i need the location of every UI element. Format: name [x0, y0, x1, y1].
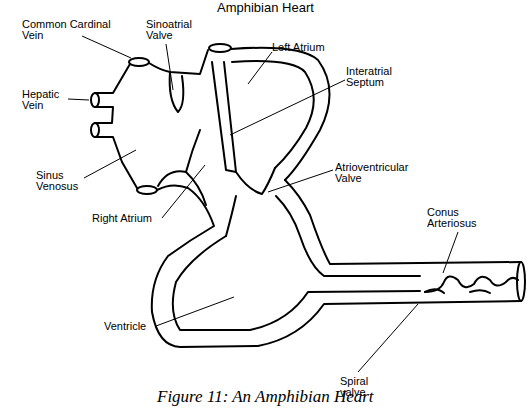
- leader-lines: [68, 36, 458, 372]
- part-label: Common Cardinal Vein: [22, 19, 114, 41]
- diagram-title: Amphibian Heart: [217, 0, 314, 15]
- part-label: Interatrial Septum: [346, 66, 416, 88]
- part-label: Right Atrium: [92, 213, 172, 224]
- part-label: Hepatic Vein: [22, 89, 67, 111]
- part-label: Sinoatrial Valve: [146, 19, 206, 41]
- part-label: Sinus Venosus: [36, 170, 88, 192]
- part-label: Atrioventricular Valve: [335, 162, 430, 184]
- figure-caption: Figure 11: An Amphibian Heart: [157, 387, 374, 407]
- part-label: Conus Arteriosus: [427, 207, 489, 229]
- part-label: Ventricle: [104, 321, 164, 332]
- part-label: Left Atrium: [272, 42, 352, 53]
